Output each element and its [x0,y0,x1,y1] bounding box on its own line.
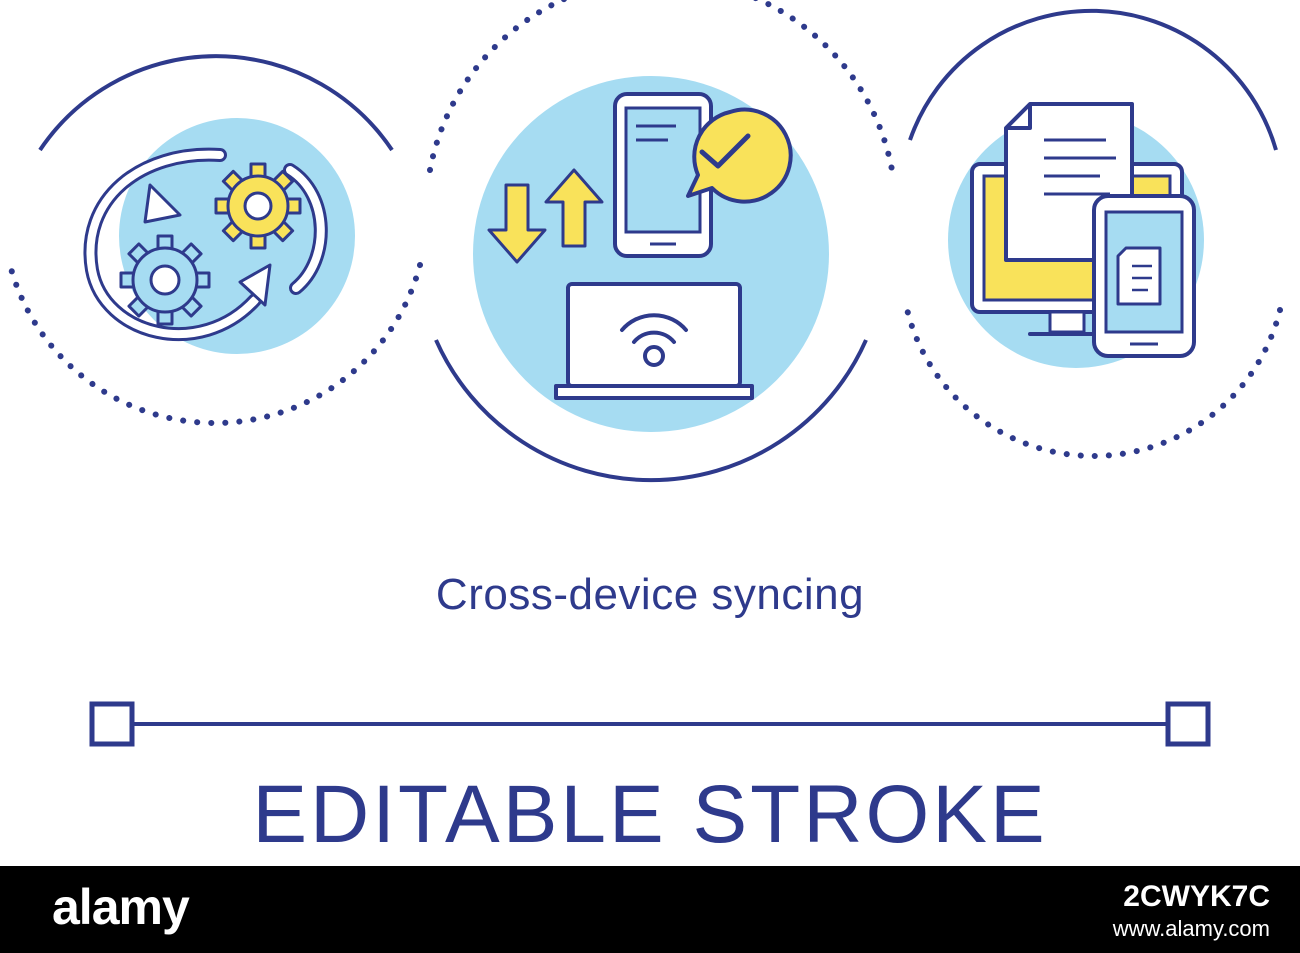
footer-meta: 2CWYK7C www.alamy.com [1050,876,1270,942]
phone-laptop-sync-icon [427,0,895,483]
illustration [7,0,1283,747]
stroke-handle-right [1165,701,1211,747]
concept-title: Cross-device syncing [435,570,865,619]
brand-logo: alamy [52,879,190,935]
editable-stroke-label: EDITABLE STROKE [252,769,1048,860]
editable-stroke-line [89,701,1211,747]
stroke-handle-left [89,701,135,747]
image-id: 2CWYK7C [1123,880,1270,913]
footer-bar: alamy 2CWYK7C www.alamy.com [0,866,1300,953]
gears-sync-icon [7,54,423,426]
documents-devices-icon [902,8,1283,459]
footer-url: www.alamy.com [1112,916,1270,941]
